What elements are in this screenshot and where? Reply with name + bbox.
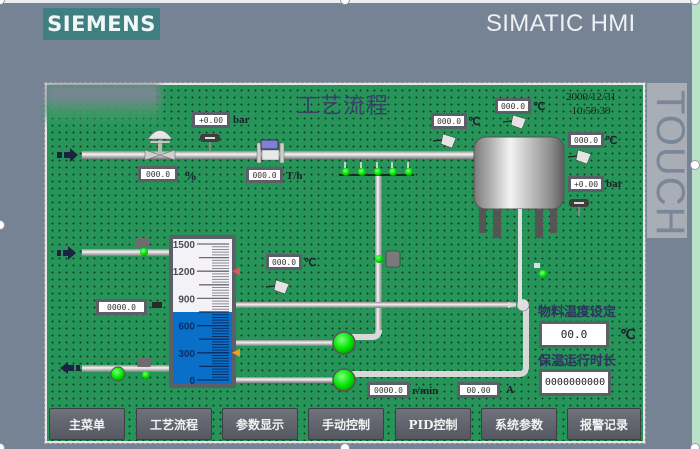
gauge-scale-label: 600 — [178, 322, 195, 333]
resize-handle[interactable] — [690, 443, 700, 449]
screen-glare — [45, 83, 160, 125]
gauge-temp-unit: ℃ — [304, 257, 317, 269]
control-valve-icon — [144, 130, 176, 161]
material-temp-input[interactable]: 00.0 — [539, 321, 609, 348]
gauge-scale-label: 1200 — [173, 267, 196, 278]
level-gauge: 1500 1200 900 600 300 0 — [169, 235, 240, 388]
outlet-pump-icon — [110, 366, 126, 382]
flow-meter-icon — [256, 139, 285, 164]
pipe-valve-icon — [375, 250, 401, 268]
material-temp-unit: ℃ — [620, 328, 636, 343]
nozzle-valve-icon — [342, 162, 350, 176]
resize-handle[interactable] — [0, 443, 5, 449]
pressure-transmitter-icon — [569, 199, 589, 216]
tank-side-temp-unit: ℃ — [605, 135, 618, 147]
manifold-down-pipe — [375, 176, 382, 334]
nav-system-params-button[interactable]: 系统参数 — [481, 408, 557, 440]
pump-1-icon — [332, 331, 356, 355]
temp-sensor-icon — [502, 114, 527, 130]
side-inlet-pipe — [82, 249, 172, 256]
pump-speed-unit: r/min — [412, 385, 439, 397]
pressure-transmitter-icon — [200, 134, 220, 151]
flow-field[interactable]: 000.0 — [246, 167, 283, 183]
touch-label: TOUCH — [648, 90, 692, 237]
nav-pid-control-button[interactable]: PID控制 — [395, 408, 471, 440]
gauge-overflow-pipe — [236, 302, 516, 308]
tank-pressure-unit: bar — [606, 178, 623, 190]
gauge-scale-label: 1500 — [173, 240, 196, 251]
product-name: SIMATIC HMI — [486, 10, 636, 37]
valve-opening-field[interactable]: 000.0 — [138, 166, 178, 182]
inlet-pressure-unit: bar — [233, 114, 250, 126]
outlet-pipe — [82, 365, 172, 372]
gauge-scale-label: 0 — [189, 376, 195, 387]
resize-handle[interactable] — [340, 443, 350, 449]
tank-top-temp-field[interactable]: 000.0 — [495, 98, 531, 114]
pump-speed-field[interactable]: 0000.0 — [367, 382, 410, 398]
tank-side-temp-field[interactable]: 000.0 — [568, 132, 604, 148]
nozzle-valve-icon — [358, 162, 366, 176]
temp-sensor-icon — [432, 133, 457, 149]
tank-inlet-temp-unit: ℃ — [468, 116, 481, 128]
outlet-valve-icon — [137, 358, 151, 379]
low-alarm-marker — [232, 348, 240, 357]
hold-time-field[interactable]: 0000000000 — [539, 369, 611, 396]
window-top-edge — [0, 0, 700, 3]
gauge-scale-label: 300 — [178, 349, 195, 360]
flow-unit: T/h — [286, 170, 303, 182]
temp-sensor-icon — [265, 279, 290, 295]
touch-side-panel — [647, 83, 687, 238]
material-temp-label: 物料温度设定 — [538, 305, 617, 320]
inlet-arrow-icon — [57, 246, 76, 260]
bottom-nav: 主菜单 工艺流程 参数显示 手动控制 PID控制 系统参数 报警记录 — [47, 408, 643, 442]
valve-opening-unit: % — [184, 168, 197, 183]
nav-manual-control-button[interactable]: 手动控制 — [308, 408, 384, 440]
pump1-suction-pipe — [236, 340, 334, 346]
high-alarm-marker — [232, 267, 240, 276]
tank-top-temp-unit: ℃ — [533, 101, 546, 113]
nozzle-valve-icon — [389, 162, 397, 176]
siemens-logo: SIEMENS — [43, 8, 160, 40]
pump-current-unit: A — [506, 384, 514, 396]
tank-pressure-field[interactable]: +0.00 — [568, 176, 604, 192]
time-label: 10:59:39 — [571, 105, 611, 117]
gauge-scale-label: 900 — [178, 294, 195, 305]
inlet-arrow-icon — [57, 148, 78, 162]
date-label: 2000/12/31 — [566, 91, 617, 103]
nozzle-manifold — [339, 162, 414, 176]
nav-process-flow-button[interactable]: 工艺流程 — [136, 408, 212, 440]
page-title: 工艺流程 — [297, 94, 390, 119]
inlet-valve-icon — [135, 238, 149, 256]
tank-inlet-temp-field[interactable]: 000.0 — [431, 113, 467, 129]
gauge-volume-field[interactable]: 0000.0 — [96, 299, 147, 315]
battery-icon — [152, 302, 162, 308]
hold-time-label: 保温运行时长 — [538, 354, 617, 369]
datetime-display: 2000/12/31 10:59:39 — [566, 90, 616, 118]
window-right-edge — [692, 0, 700, 449]
outlet-arrow-icon — [60, 362, 80, 374]
pump-current-field[interactable]: 00.00 — [457, 382, 500, 398]
nozzle-valve-icon — [405, 162, 413, 176]
gauge-temp-field[interactable]: 000.0 — [266, 254, 302, 270]
resize-handle[interactable] — [690, 160, 700, 170]
inlet-pressure-field[interactable]: +0.00 — [192, 112, 230, 128]
nozzle-valve-icon — [374, 162, 382, 176]
pump-2-icon — [332, 368, 356, 392]
main-inlet-pipe — [82, 151, 477, 159]
nav-alarm-log-button[interactable]: 报警记录 — [567, 408, 641, 440]
temp-sensor-icon — [567, 149, 592, 165]
reaction-tank — [473, 136, 565, 305]
pump2-suction-pipe — [236, 377, 334, 383]
nav-parameter-display-button[interactable]: 参数显示 — [222, 408, 298, 440]
nav-main-menu-button[interactable]: 主菜单 — [49, 408, 125, 440]
tank-outlet-valve-icon — [534, 263, 547, 278]
